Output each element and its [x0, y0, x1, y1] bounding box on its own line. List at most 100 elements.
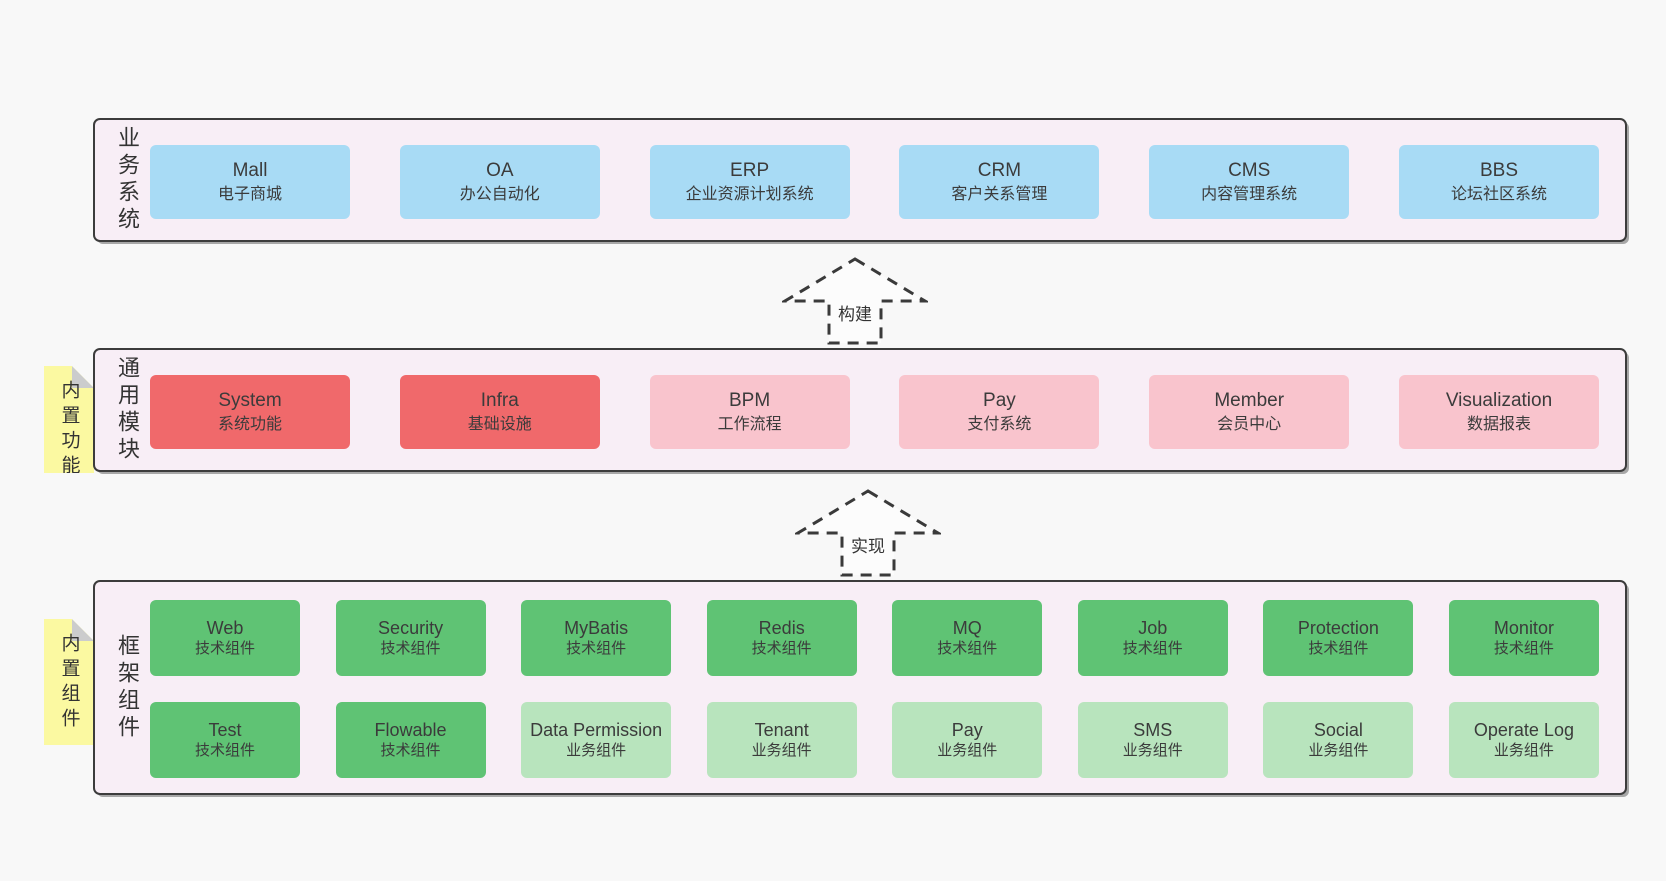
box-social: Social 业务组件 [1263, 702, 1414, 778]
box-title: Pay [951, 720, 983, 741]
box-title: Infra [480, 390, 519, 412]
box-mall: Mall 电子商城 [150, 145, 350, 219]
box-subtitle: 数据报表 [1466, 416, 1531, 434]
box-subtitle: 业务组件 [1308, 741, 1369, 759]
box-subtitle: 支付系统 [967, 416, 1032, 434]
box-title: Protection [1297, 618, 1379, 639]
box-mq: MQ 技术组件 [892, 600, 1043, 676]
box-member: Member 会员中心 [1149, 375, 1350, 449]
layer-framework-components: 框架组件 Web 技术组件 Security 技术组件 MyBatis 技术组件… [93, 580, 1627, 795]
box-subtitle: 工作流程 [717, 416, 782, 434]
box-subtitle: 技术组件 [1122, 639, 1183, 657]
box-title: MyBatis [564, 618, 629, 639]
box-subtitle: 技术组件 [380, 639, 441, 657]
box-mybatis: MyBatis 技术组件 [521, 600, 672, 676]
box-redis: Redis 技术组件 [706, 600, 857, 676]
box-subtitle: 技术组件 [566, 639, 627, 657]
box-subtitle: 技术组件 [1493, 639, 1554, 657]
box-monitor: Monitor 技术组件 [1448, 600, 1599, 676]
sticky-note-label: 内置功能 [58, 380, 80, 480]
up-arrow-icon [795, 489, 941, 577]
box-erp: ERP 企业资源计划系统 [649, 145, 850, 219]
box-title: Redis [758, 618, 805, 639]
arrow-label-implement: 实现 [851, 537, 885, 556]
box-tenant: Tenant 业务组件 [706, 702, 857, 778]
layer-common-modules: 通用模块 System 系统功能 Infra 基础设施 BPM 工作流程 Pay… [93, 348, 1627, 472]
box-subtitle: 业务组件 [751, 741, 812, 759]
box-infra: Infra 基础设施 [399, 375, 600, 449]
arrow-label-build: 构建 [838, 305, 872, 324]
sticky-note-built-in-features: 内置功能 [44, 366, 94, 473]
box-title: Monitor [1493, 618, 1554, 639]
box-subtitle: 办公自动化 [459, 186, 540, 204]
box-title: Visualization [1445, 390, 1553, 412]
box-subtitle: 系统功能 [217, 416, 282, 434]
box-oa: OA 办公自动化 [399, 145, 600, 219]
box-title: Pay [983, 390, 1016, 412]
sticky-note-label: 内置组件 [58, 633, 80, 733]
box-subtitle: 业务组件 [1493, 741, 1554, 759]
box-title: Flowable [374, 720, 447, 741]
box-subtitle: 技术组件 [751, 639, 812, 657]
box-subtitle: 论坛社区系统 [1450, 186, 1547, 204]
box-title: Social [1313, 720, 1363, 741]
box-job: Job 技术组件 [1077, 600, 1228, 676]
up-arrow-build: 构建 [782, 256, 928, 346]
box-subtitle: 企业资源计划系统 [685, 186, 814, 204]
box-subtitle: 技术组件 [194, 639, 255, 657]
box-title: Test [208, 720, 242, 741]
framework-components-row-2: Test 技术组件 Flowable 技术组件 Data Permission … [150, 702, 1599, 778]
box-title: Web [206, 618, 244, 639]
box-security: Security 技术组件 [335, 600, 486, 676]
sticky-note-built-in-components: 内置组件 [44, 619, 94, 745]
box-title: Job [1138, 618, 1168, 639]
box-test: Test 技术组件 [150, 702, 300, 778]
box-flowable: Flowable 技术组件 [335, 702, 486, 778]
box-visualization: Visualization 数据报表 [1398, 375, 1599, 449]
box-data-permission: Data Permission 业务组件 [521, 702, 672, 778]
box-operate-log: Operate Log 业务组件 [1448, 702, 1599, 778]
layer-business-systems: 业务系统 Mall 电子商城 OA 办公自动化 ERP 企业资源计划系统 CRM… [93, 118, 1627, 242]
box-title: CRM [977, 160, 1022, 182]
box-title: OA [486, 160, 514, 182]
box-pay: Pay 支付系统 [899, 375, 1100, 449]
box-subtitle: 业务组件 [566, 741, 627, 759]
box-title: Security [378, 618, 444, 639]
box-cms: CMS 内容管理系统 [1149, 145, 1350, 219]
box-title: SMS [1133, 720, 1173, 741]
box-subtitle: 会员中心 [1217, 416, 1282, 434]
box-title: Tenant [754, 720, 809, 741]
box-bbs: BBS 论坛社区系统 [1398, 145, 1599, 219]
box-subtitle: 技术组件 [937, 639, 998, 657]
box-system: System 系统功能 [150, 375, 350, 449]
box-subtitle: 业务组件 [937, 741, 998, 759]
box-subtitle: 技术组件 [194, 741, 255, 759]
box-subtitle: 电子商城 [217, 186, 282, 204]
box-title: Member [1214, 390, 1285, 412]
box-title: BBS [1479, 160, 1518, 182]
box-title: CMS [1228, 160, 1271, 182]
box-title: BPM [729, 390, 771, 412]
box-protection: Protection 技术组件 [1263, 600, 1414, 676]
box-bpm: BPM 工作流程 [649, 375, 850, 449]
box-title: MQ [952, 618, 982, 639]
box-subtitle: 内容管理系统 [1201, 186, 1298, 204]
box-crm: CRM 客户关系管理 [899, 145, 1100, 219]
layer-label-framework-components: 框架组件 [115, 633, 140, 742]
box-subtitle: 技术组件 [1308, 639, 1369, 657]
box-subtitle: 技术组件 [380, 741, 441, 759]
box-title: Operate Log [1473, 720, 1574, 741]
box-pay-biz: Pay 业务组件 [892, 702, 1043, 778]
layer-label-business-systems: 业务系统 [115, 126, 140, 234]
up-arrow-implement: 实现 [795, 488, 941, 578]
box-web: Web 技术组件 [150, 600, 300, 676]
box-title: ERP [730, 160, 770, 182]
box-subtitle: 业务组件 [1122, 741, 1183, 759]
business-systems-row: Mall 电子商城 OA 办公自动化 ERP 企业资源计划系统 CRM 客户关系… [150, 145, 1599, 219]
box-title: Data Permission [530, 720, 663, 741]
box-title: System [218, 390, 282, 412]
layer-label-common-modules: 通用模块 [115, 356, 140, 464]
box-title: Mall [232, 160, 268, 182]
common-modules-row: System 系统功能 Infra 基础设施 BPM 工作流程 Pay 支付系统… [150, 375, 1599, 449]
